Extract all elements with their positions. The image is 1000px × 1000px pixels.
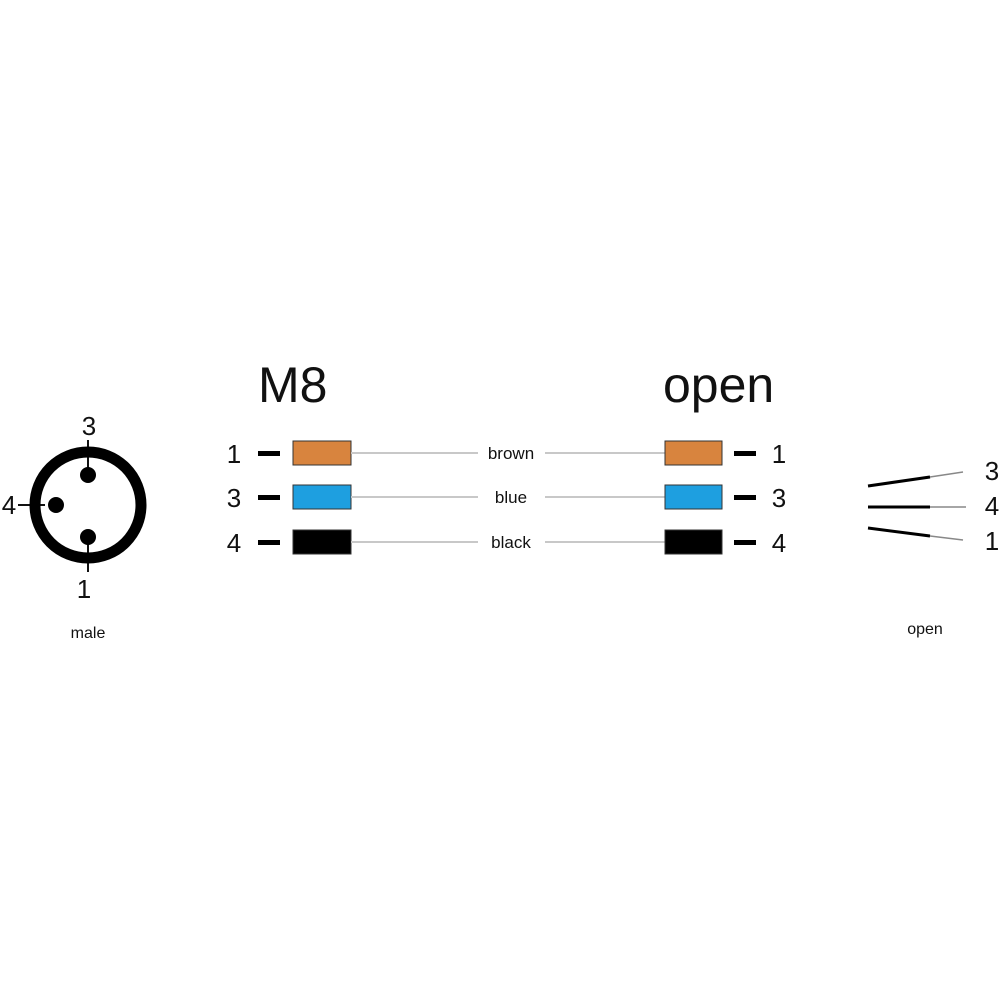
open-wire-strand [929,535,964,541]
left-wire-color-block [292,529,352,555]
right-pin-number: 3 [772,483,786,513]
open-caption: open [907,621,943,638]
left-pin-number: 1 [227,439,241,469]
left-header: M8 [258,357,327,413]
connector-ring [29,446,147,564]
right-wire-color-block [664,529,723,555]
wire-label: brown [488,444,534,463]
right-pin-number: 1 [772,439,786,469]
right-wire-color-block [664,484,723,510]
pin-4-dot [48,497,64,513]
open-wire-insulation [867,526,931,538]
open-pin-label: 1 [985,526,999,556]
open-pin-label: 3 [985,456,999,486]
right-pin-dash [734,451,756,456]
right-header: open [663,357,774,413]
connector-face: 3 4 1 male [2,411,147,642]
connector-pin-label: 1 [77,574,91,604]
right-wire-color-block [664,440,723,466]
open-pin-label: 4 [985,491,999,521]
open-wire-strand [929,471,964,478]
pin-3-dot [80,467,96,483]
left-wire-color-block [292,484,352,510]
wire-row: 1 brown 1 [227,439,786,469]
left-pin-number: 3 [227,483,241,513]
open-end: 3 4 1 open [867,456,999,638]
connector-pin-label: 3 [82,411,96,441]
left-pin-number: 4 [227,528,241,558]
connector-caption: male [71,625,106,642]
right-pin-dash [734,495,756,500]
wire-row: 4 black 4 [227,528,786,558]
wire-row: 3 blue 3 [227,483,786,513]
left-wire-color-block [292,440,352,466]
pin-1-dot [80,529,96,545]
open-wire-insulation [867,475,931,488]
connector-pin-label: 4 [2,490,16,520]
right-pin-number: 4 [772,528,786,558]
wire-label: blue [495,488,527,507]
left-pin-dash [258,495,280,500]
left-pin-dash [258,540,280,545]
right-pin-dash [734,540,756,545]
wire-label: black [491,533,531,552]
left-pin-dash [258,451,280,456]
